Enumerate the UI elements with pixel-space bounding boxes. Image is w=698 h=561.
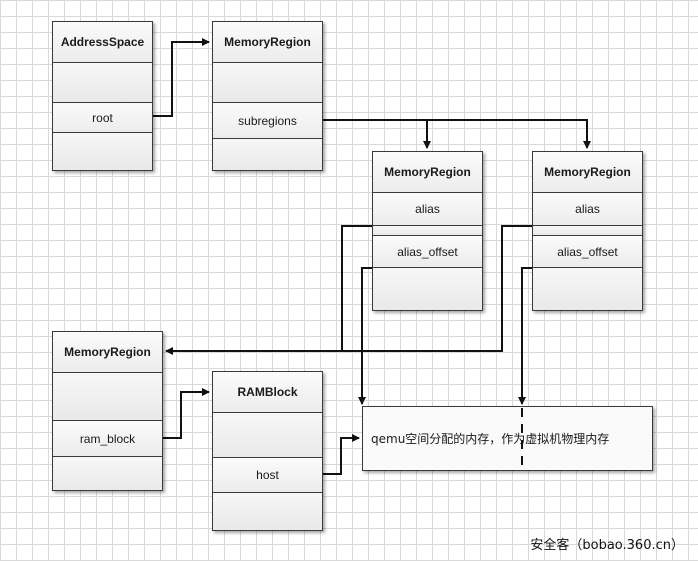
alias-offset-arrow-1 (358, 267, 372, 405)
root-arrow (153, 38, 210, 117)
memory-region-top-subregions-field: subregions (213, 103, 322, 139)
memory-region-sub1-box: MemoryRegion alias alias_offset (372, 151, 483, 311)
address-space-title: AddressSpace (53, 22, 152, 63)
alias-arrow-1 (165, 225, 372, 355)
ram-block-empty-field-2 (213, 493, 322, 530)
memory-region-ram-empty-field (53, 373, 162, 421)
memory-region-sub2-box: MemoryRegion alias alias_offset (532, 151, 643, 311)
ram-block-empty-field (213, 413, 322, 458)
memory-region-sub2-empty-field-2 (533, 268, 642, 310)
memory-region-sub1-alias-offset-field: alias_offset (373, 236, 482, 268)
watermark-text: 安全客（bobao.360.cn） (530, 538, 684, 553)
address-space-empty-field (53, 63, 152, 103)
address-space-empty-field-2 (53, 133, 152, 170)
memory-region-sub1-title: MemoryRegion (373, 152, 482, 193)
memory-region-sub1-alias-field: alias (373, 193, 482, 226)
guest-memory-note-text: qemu空间分配的内存，作为虚拟机物理内存 (371, 432, 610, 446)
memory-region-ram-box: MemoryRegion ram_block (52, 331, 163, 491)
memory-region-sub1-empty-field-2 (373, 268, 482, 310)
memory-region-ram-ram-block-field: ram_block (53, 421, 162, 457)
ram-block-box: RAMBlock host (212, 371, 323, 531)
memory-region-sub2-title: MemoryRegion (533, 152, 642, 193)
memory-region-top-title: MemoryRegion (213, 22, 322, 63)
memory-region-sub2-empty-field (533, 226, 642, 236)
ram-block-host-field: host (213, 458, 322, 493)
memory-region-sub2-alias-field: alias (533, 193, 642, 226)
ram-block-arrow (163, 388, 210, 439)
ram-block-title: RAMBlock (213, 372, 322, 413)
memory-region-sub2-alias-offset-field: alias_offset (533, 236, 642, 268)
memory-region-sub1-empty-field (373, 226, 482, 236)
host-arrow (323, 434, 360, 475)
memory-region-top-box: MemoryRegion subregions (212, 21, 323, 171)
subregions-arrow-2 (427, 119, 591, 149)
alias-offset-arrow-2 (518, 267, 532, 405)
alias-arrow-2 (342, 225, 532, 352)
memory-region-ram-empty-field-2 (53, 457, 162, 490)
memory-region-top-empty-field (213, 63, 322, 103)
memory-region-top-empty-field-2 (213, 139, 322, 170)
memory-region-ram-title: MemoryRegion (53, 332, 162, 373)
address-space-box: AddressSpace root (52, 21, 153, 171)
address-space-root-field: root (53, 103, 152, 133)
guest-memory-note: qemu空间分配的内存，作为虚拟机物理内存 (362, 406, 653, 471)
